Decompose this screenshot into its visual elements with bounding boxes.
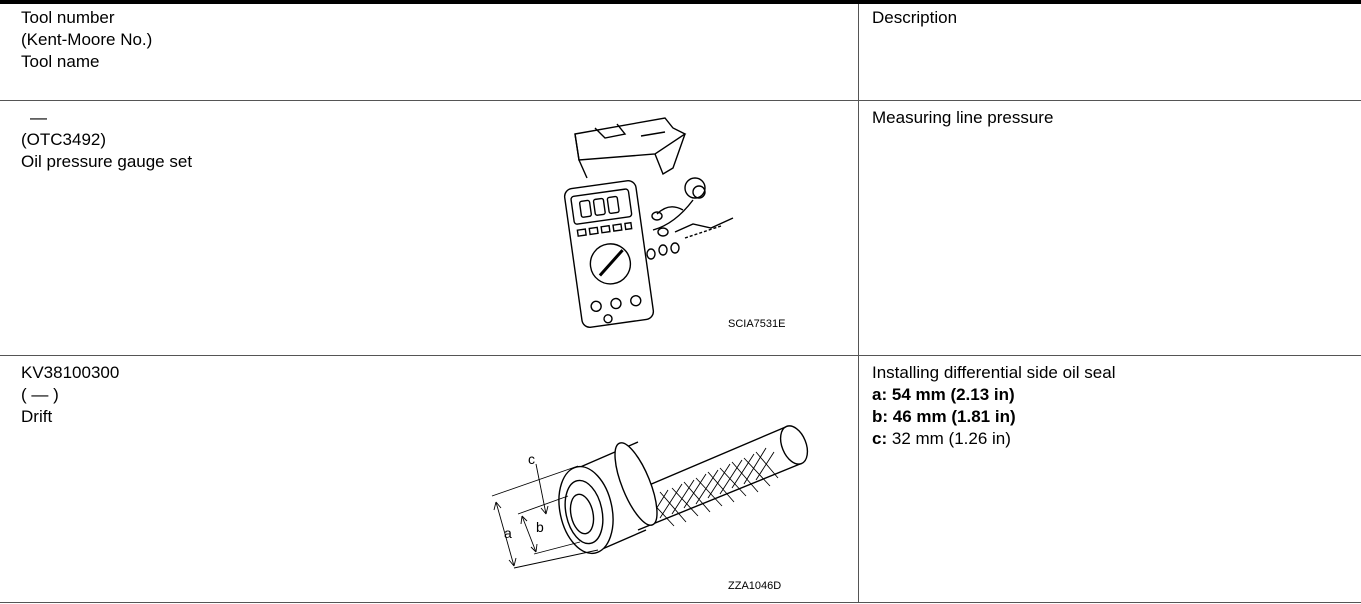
description-installing-oil-seal: Installing differential side oil seal [872,363,1116,382]
dimension-b-label: b [536,519,544,535]
spec-value: 46 mm (1.81 in) [892,407,1016,426]
oil-pressure-gauge-set-illustration [563,117,734,328]
description-cell-drift: Installing differential side oil seal a:… [872,362,1116,450]
row-divider [0,355,1361,356]
dimension-c-label: c [528,451,535,467]
spec-value: 54 mm (2.13 in) [891,385,1015,404]
drift-tool-illustration: a b c [491,425,809,569]
table-top-rule [0,0,1361,4]
tool-number: KV38100300 [21,363,120,382]
figure-code: SCIA7531E [728,318,786,330]
tool-name: Drift [21,407,53,426]
kent-moore-number: (OTC3492) [21,130,107,149]
kent-moore-number: ( — ) [21,385,59,404]
header-kent-moore: (Kent-Moore No.) [21,30,153,49]
tool-name: Oil pressure gauge set [21,152,193,171]
row-divider [0,100,1361,101]
tool-number: — [30,108,47,127]
description-measuring-line-pressure: Measuring line pressure [872,108,1054,127]
tool-cell-drift: KV38100300 ( — ) Drift [21,362,119,428]
table-bottom-rule [0,602,1361,603]
header-description: Description [872,8,958,27]
header-tool-number: Tool number [21,8,115,27]
header-tool-name: Tool name [21,52,100,71]
column-divider [858,4,859,603]
spec-value: 32 mm (1.26 in) [891,429,1011,448]
figure-code: ZZA1046D [728,580,782,592]
header-tool-column: Tool number (Kent-Moore No.) Tool name [21,7,152,73]
tool-cell-oil-gauge: — (OTC3492) Oil pressure gauge set [21,107,192,173]
dimension-a-label: a [504,525,512,541]
spec-label: b: [872,407,889,426]
spec-label: a: [872,385,888,404]
spec-c: c: 32 mm (1.26 in) [872,428,1116,450]
spec-a: a: 54 mm (2.13 in) [872,384,1116,406]
spec-b: b: 46 mm (1.81 in) [872,406,1116,428]
spec-label: c: [872,429,888,448]
